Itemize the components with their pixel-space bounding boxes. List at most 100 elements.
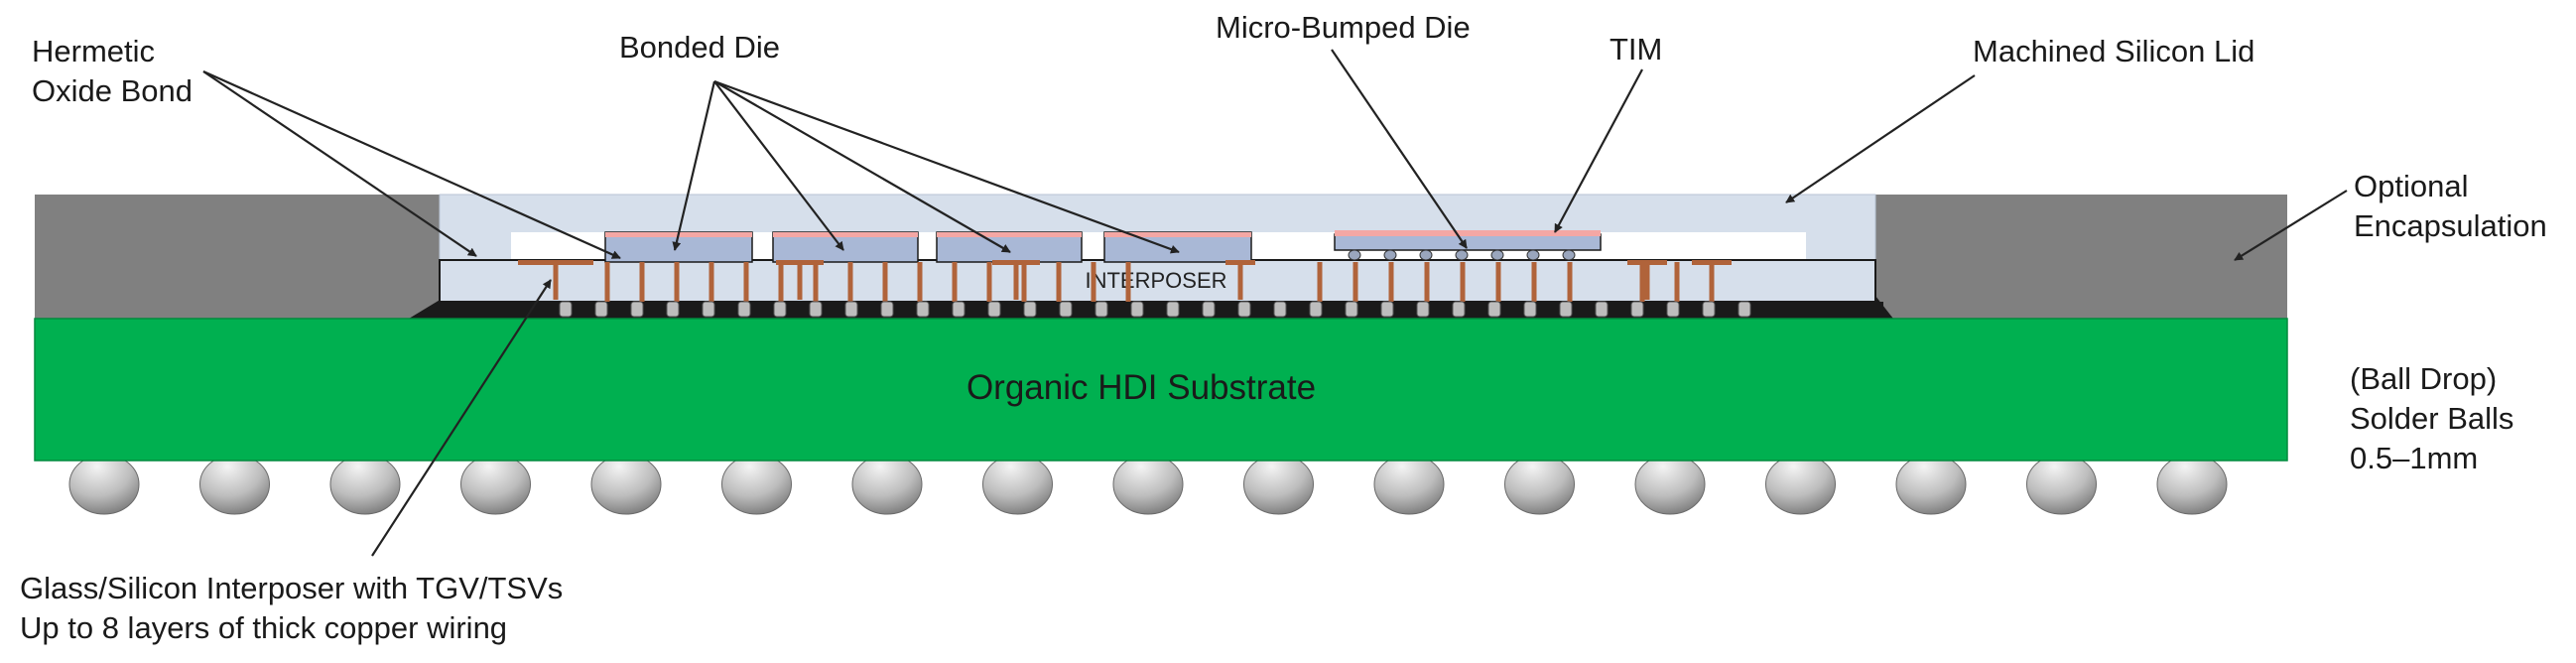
c4-bump <box>1452 301 1466 318</box>
c4-bump <box>630 301 644 318</box>
encapsulation-right <box>1875 195 2287 319</box>
copper-via <box>917 262 923 302</box>
micro-bump <box>1419 249 1433 261</box>
copper-via <box>1424 262 1430 302</box>
bonded-die-3 <box>936 231 1083 263</box>
encapsulation-label-line1: Optional <box>2354 169 2468 203</box>
copper-via <box>1388 262 1394 302</box>
solder-ball <box>590 454 662 515</box>
c4-bump <box>1309 301 1323 318</box>
solder-ball <box>1765 454 1836 515</box>
underfill-layer <box>437 302 1883 319</box>
bonded-die-2 <box>772 231 919 263</box>
copper-via <box>882 262 888 302</box>
copper-via <box>708 262 714 302</box>
solder-ball <box>721 454 792 515</box>
glass-interposer-label-line1: Glass/Silicon Interposer with TGV/TSVs <box>20 571 563 605</box>
solder-ball <box>1373 454 1445 515</box>
micro-bump <box>1490 249 1504 261</box>
micro-bump <box>1455 249 1469 261</box>
solder-ball <box>1112 454 1184 515</box>
c4-bump <box>1416 301 1430 318</box>
bonded-die-4 <box>1103 231 1252 263</box>
copper-via <box>952 262 958 302</box>
solder-ball <box>851 454 923 515</box>
solder-balls-label-line2: Solder Balls <box>2350 401 2513 436</box>
c4-bump <box>737 301 751 318</box>
micro-bumps <box>1348 249 1576 261</box>
c4-bump <box>1273 301 1287 318</box>
solder-ball <box>68 454 140 515</box>
c4-bump <box>1237 301 1251 318</box>
c4-bump <box>1095 301 1108 318</box>
tim-label: TIM <box>1610 32 1662 66</box>
solder-ball <box>199 454 270 515</box>
copper-via <box>1709 260 1715 300</box>
c4-bump <box>1202 301 1216 318</box>
c4-bump <box>952 301 966 318</box>
copper-via <box>639 262 645 302</box>
copper-via <box>1091 262 1096 302</box>
copper-via <box>1352 262 1358 302</box>
solder-ball <box>460 454 531 515</box>
c4-bump <box>1487 301 1501 318</box>
solder-ball <box>2026 454 2097 515</box>
c4-bump <box>1023 301 1037 318</box>
copper-via <box>813 262 819 302</box>
c4-bump <box>1702 301 1716 318</box>
solder-ball <box>1634 454 1706 515</box>
c4-bump <box>702 301 715 318</box>
micro-bump <box>1383 249 1397 261</box>
copper-via <box>1021 262 1027 302</box>
copper-via <box>1013 260 1019 300</box>
solder-ball <box>1504 454 1575 515</box>
copper-via <box>553 260 559 300</box>
micro-bumped-die-label: Micro-Bumped Die <box>1216 10 1471 45</box>
c4-bump <box>666 301 680 318</box>
c4-bumps <box>559 301 1751 318</box>
copper-via <box>986 262 992 302</box>
c4-bump <box>559 301 573 318</box>
copper-via <box>847 262 853 302</box>
copper-via <box>743 262 749 302</box>
solder-ball <box>329 454 401 515</box>
glass-interposer-label-line2: Up to 8 layers of thick copper wiring <box>20 610 507 645</box>
c4-bump <box>1630 301 1644 318</box>
c4-bump <box>1166 301 1180 318</box>
solder-balls-label-line1: (Ball Drop) <box>2350 361 2497 396</box>
c4-bump <box>1130 301 1144 318</box>
c4-bump <box>987 301 1001 318</box>
copper-via <box>1674 262 1680 302</box>
c4-bump <box>1523 301 1537 318</box>
c4-bump <box>844 301 858 318</box>
solder-balls <box>68 454 2228 515</box>
copper-via <box>1460 262 1466 302</box>
c4-bump <box>1380 301 1394 318</box>
c4-bump <box>1345 301 1358 318</box>
c4-bump <box>594 301 608 318</box>
c4-bump <box>1666 301 1680 318</box>
c4-bump <box>1559 301 1573 318</box>
substrate-label: Organic HDI Substrate <box>966 368 1316 407</box>
hermetic-label-line1: Hermetic <box>32 34 155 68</box>
bonded-die-label: Bonded Die <box>619 30 780 65</box>
c4-bump <box>1595 301 1609 318</box>
encapsulation-left <box>35 195 447 319</box>
copper-wiring <box>518 260 1732 302</box>
micro-bump <box>1562 249 1576 261</box>
solder-ball <box>1243 454 1314 515</box>
copper-via <box>797 260 803 300</box>
c4-bump <box>773 301 787 318</box>
c4-bump <box>1059 301 1073 318</box>
tim-layer <box>1335 230 1601 236</box>
copper-via <box>778 262 784 302</box>
organic-hdi-substrate <box>34 318 2288 462</box>
copper-via <box>1644 260 1650 300</box>
c4-bump <box>1738 301 1751 318</box>
copper-via <box>1317 262 1323 302</box>
copper-via <box>1567 262 1573 302</box>
leader-lines <box>202 49 2348 557</box>
copper-via <box>604 262 610 302</box>
hermetic-label-line2: Oxide Bond <box>32 73 193 108</box>
